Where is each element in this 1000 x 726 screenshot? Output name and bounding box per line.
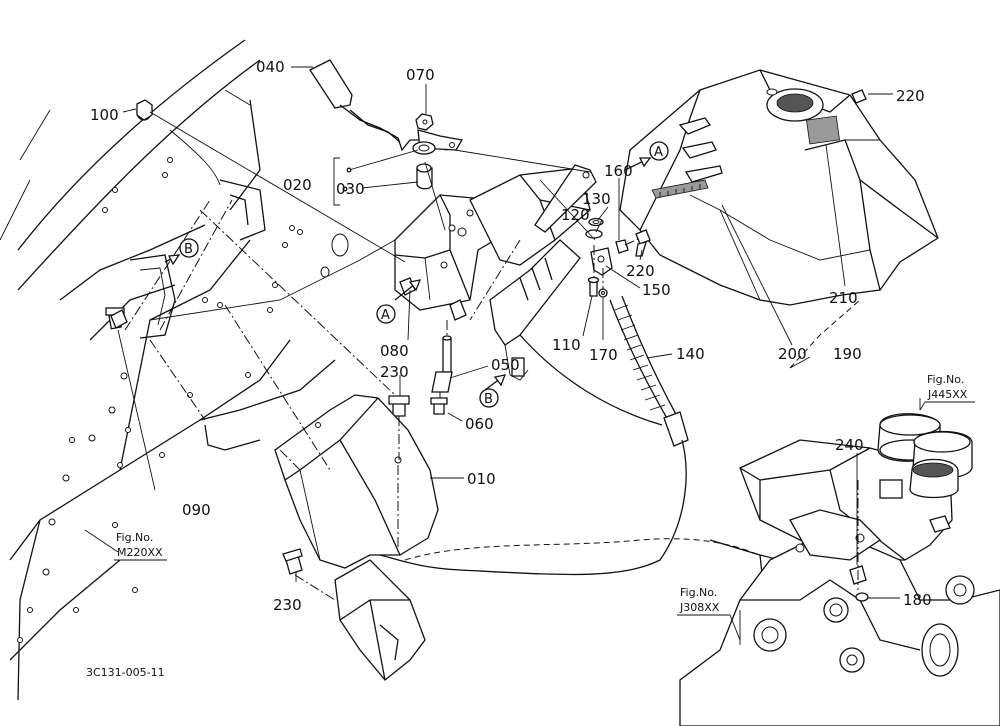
- callout-180: 180: [903, 591, 932, 609]
- fig-ref-title: Fig.No.: [680, 586, 717, 599]
- cover-200: [619, 69, 939, 306]
- callout-labels: 040 070 100 020 030 160 130 120 220 220 …: [90, 58, 932, 614]
- fender-panel: [0, 39, 396, 701]
- fig-ref-title: Fig.No.: [116, 531, 153, 544]
- fig-ref-j308xx: Fig.No. J308XX: [677, 586, 741, 641]
- lever-040: [309, 59, 464, 152]
- fig-ref-code: J308XX: [679, 601, 720, 614]
- group-bracket-190: [789, 299, 861, 369]
- callout-210: 210: [829, 289, 858, 307]
- fig-ref-j445xx: Fig.No. J445XX: [919, 373, 975, 411]
- bolt-230-lower: [282, 548, 303, 575]
- callout-230-lower: 230: [273, 596, 302, 614]
- callout-200: 200: [778, 345, 807, 363]
- callout-060: 060: [465, 415, 494, 433]
- figure-references: Fig.No. J445XX Fig.No. M220XX Fig.No. J3…: [114, 373, 975, 641]
- marker-b-right: B: [484, 392, 493, 407]
- fig-ref-code: J445XX: [927, 388, 968, 401]
- bolt-230-upper: [388, 395, 410, 417]
- callout-020: 020: [283, 176, 312, 194]
- callout-090: 090: [182, 501, 211, 519]
- marker-b-left: B: [184, 242, 193, 257]
- diagram-code: 3C131-005-11: [86, 666, 165, 679]
- callout-110: 110: [552, 336, 581, 354]
- group-bracket-020: [333, 157, 340, 206]
- marker-a-right: A: [654, 145, 663, 160]
- callout-120: 120: [561, 206, 590, 224]
- washer-120-130: [585, 217, 604, 239]
- pin-050: [431, 335, 453, 393]
- fig-ref-m220xx: Fig.No. M220XX: [114, 531, 167, 561]
- marker-a-left: A: [381, 308, 390, 323]
- bolt-100: [136, 99, 153, 121]
- bolt-220: [635, 89, 867, 257]
- callout-130: 130: [582, 190, 611, 208]
- fig-ref-title: Fig.No.: [927, 373, 964, 386]
- nut-070: [415, 113, 434, 131]
- bushing-030: [412, 141, 436, 190]
- reference-markers: A A B B: [179, 141, 669, 408]
- callout-230-upper: 230: [380, 363, 409, 381]
- reference-arrows: [164, 157, 652, 391]
- valve-assembly: [679, 413, 1000, 726]
- callout-240: 240: [835, 436, 864, 454]
- callout-220: 220: [626, 262, 655, 280]
- callout-170: 170: [589, 346, 618, 364]
- assembly-lines: [124, 111, 859, 601]
- callout-140: 140: [676, 345, 705, 363]
- callout-070: 070: [406, 66, 435, 84]
- pin-170: [598, 288, 608, 298]
- bolt-090: [110, 309, 128, 329]
- fig-ref-code: M220XX: [117, 546, 163, 559]
- pin-110: [587, 276, 600, 297]
- nut-160: [615, 239, 629, 254]
- callout-050: 050: [491, 356, 520, 374]
- callout-080: 080: [380, 342, 409, 360]
- callout-100: 100: [90, 106, 119, 124]
- bolt-060: [430, 397, 448, 415]
- callout-150: 150: [642, 281, 671, 299]
- callout-040: 040: [256, 58, 285, 76]
- callout-160: 160: [604, 162, 633, 180]
- callout-030: 030: [336, 180, 365, 198]
- leader-lines: [84, 66, 921, 645]
- cover-010: [274, 394, 439, 681]
- callout-010: 010: [467, 470, 496, 488]
- callout-220-top: 220: [896, 87, 925, 105]
- callout-190: 190: [833, 345, 862, 363]
